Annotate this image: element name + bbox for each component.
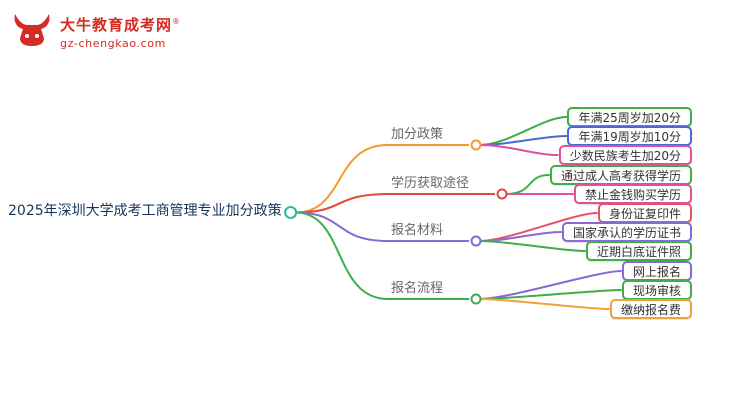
branch-label-registration-process: 报名流程 [388, 280, 470, 300]
registered-mark: ® [172, 17, 182, 26]
logo-subtitle: gz-chengkao.com [60, 37, 166, 50]
leaf-node-photo: 近期白底证件照 [585, 241, 692, 261]
site-logo[interactable]: 大牛教育成考网® gz-chengkao.com [12, 13, 181, 51]
leaf-node-pay-fee: 缴纳报名费 [609, 299, 692, 319]
branch-label-education-channels: 学历获取途径 [388, 175, 496, 195]
leaf-node-adult-exam-degree: 通过成人高考获得学历 [549, 165, 692, 185]
logo-title: 大牛教育成考网® [60, 16, 182, 34]
leaf-node-id-copy: 身份证复印件 [597, 203, 692, 223]
leaf-node-minority-bonus: 少数民族考生加20分 [558, 145, 692, 165]
leaf-node-no-buying-degree: 禁止金钱购买学历 [573, 184, 692, 204]
leaf-node-recognized-certificate: 国家承认的学历证书 [561, 222, 692, 242]
leaf-node-online-registration: 网上报名 [621, 261, 692, 281]
branch-label-registration-materials: 报名材料 [388, 222, 470, 242]
leaf-node-age19-bonus: 年满19周岁加10分 [567, 126, 692, 146]
leaf-node-age25-bonus: 年满25周岁加20分 [567, 107, 692, 127]
leaf-node-onsite-review: 现场审核 [621, 280, 692, 300]
logo-text: 大牛教育成考网® gz-chengkao.com [60, 13, 181, 50]
branch-label-bonus-policy: 加分政策 [388, 126, 470, 146]
bull-logo-icon [12, 13, 52, 51]
root-label: 2025年深圳大学成考工商管理专业加分政策 [8, 203, 282, 219]
